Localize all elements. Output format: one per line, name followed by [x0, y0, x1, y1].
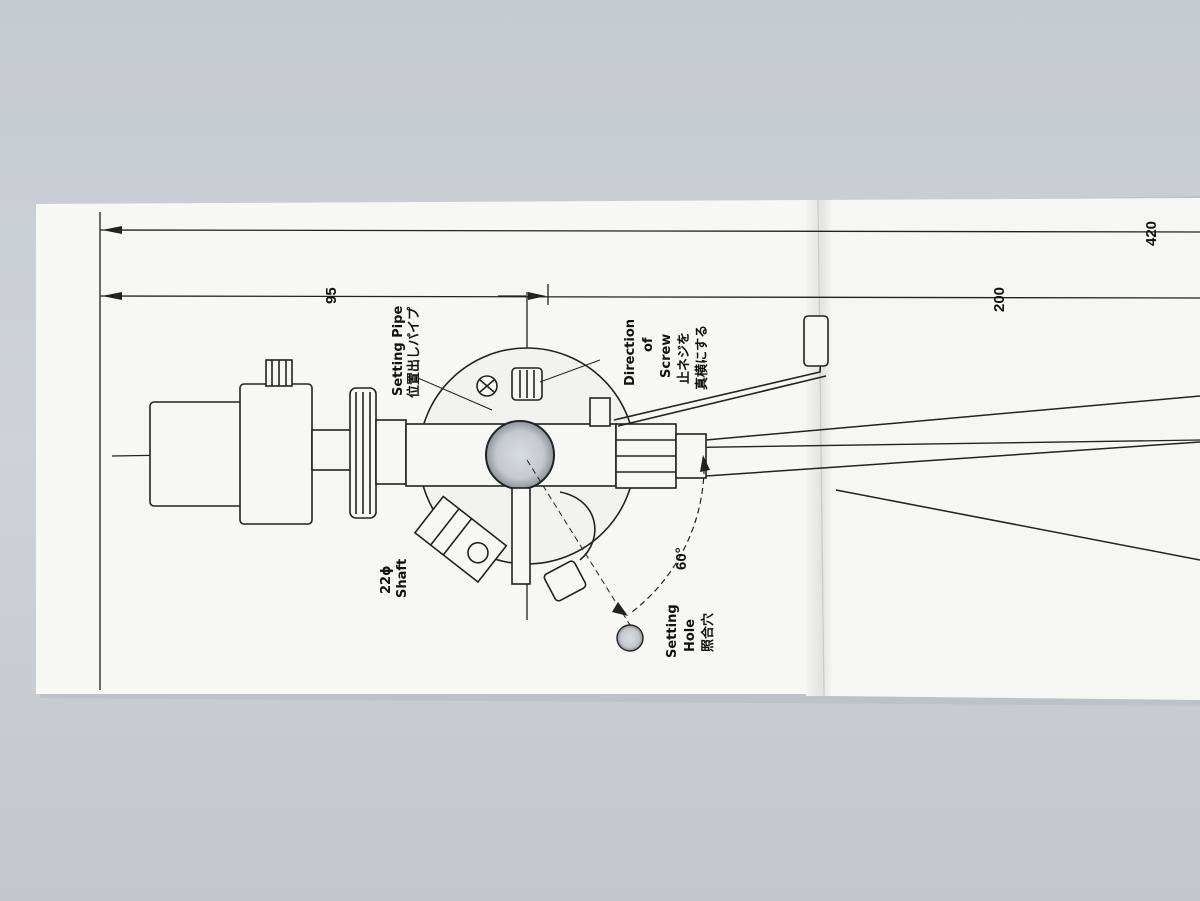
- label-shaft: 22ϕ Shaft: [379, 559, 410, 598]
- arrow-420-left: [102, 226, 122, 234]
- rear-shaft: [311, 429, 353, 471]
- angle-label: 60°: [673, 547, 690, 570]
- label-direction-of-screw: Direction of Screw 止ネジを 真横にする: [623, 319, 710, 390]
- lever-finger: [803, 315, 829, 367]
- label-setting-hole: Setting Hole 照合穴: [665, 604, 716, 658]
- collar: [375, 419, 407, 485]
- setting-hole-line1: Setting: [665, 604, 680, 658]
- direction-ja2: 真横にする: [694, 325, 710, 390]
- setting-hole-line2: Hole: [683, 619, 698, 652]
- lift-knob: [543, 560, 587, 602]
- paper-right-panel: [816, 198, 1200, 700]
- direction-line1: Direction: [623, 319, 638, 386]
- arm-pipe: [705, 395, 1200, 561]
- tonearm-drawing: [149, 347, 707, 602]
- direction-line3: Screw: [659, 334, 674, 378]
- lift-lever: [613, 315, 829, 427]
- hole-guide-line: [526, 459, 631, 626]
- shaft-line1: 22ϕ: [379, 566, 394, 594]
- setting-hole: [616, 624, 644, 652]
- dim-95: 95: [323, 287, 340, 304]
- arrow-95-right: [528, 292, 546, 300]
- setting-pipe-en: Setting Pipe: [391, 306, 406, 396]
- setting-pipe-ja: 位置出しパイプ: [406, 306, 422, 398]
- setting-hole-ja: 照合穴: [700, 613, 716, 652]
- dim-420: 420: [1143, 221, 1160, 246]
- direction-ja1: 止ネジを: [676, 332, 692, 384]
- leader-lines: [417, 359, 601, 411]
- label-setting-pipe: Setting Pipe 位置出しパイプ: [391, 306, 422, 398]
- pivot-hole: [485, 420, 555, 490]
- dim-200: 200: [991, 287, 1008, 312]
- direction-line2: of: [641, 337, 656, 352]
- lift-cam: [559, 491, 596, 561]
- arc-arrow-top: [700, 455, 710, 472]
- angle-arc: [631, 457, 705, 613]
- arm-rest: [589, 397, 611, 427]
- fold-crease-line: [817, 199, 825, 697]
- lift-post: [511, 487, 531, 585]
- arrow-95-left: [102, 292, 122, 300]
- counterweight-rear: [149, 401, 247, 507]
- shaft-line2: Shaft: [395, 559, 410, 598]
- counterweight-main: [239, 383, 313, 525]
